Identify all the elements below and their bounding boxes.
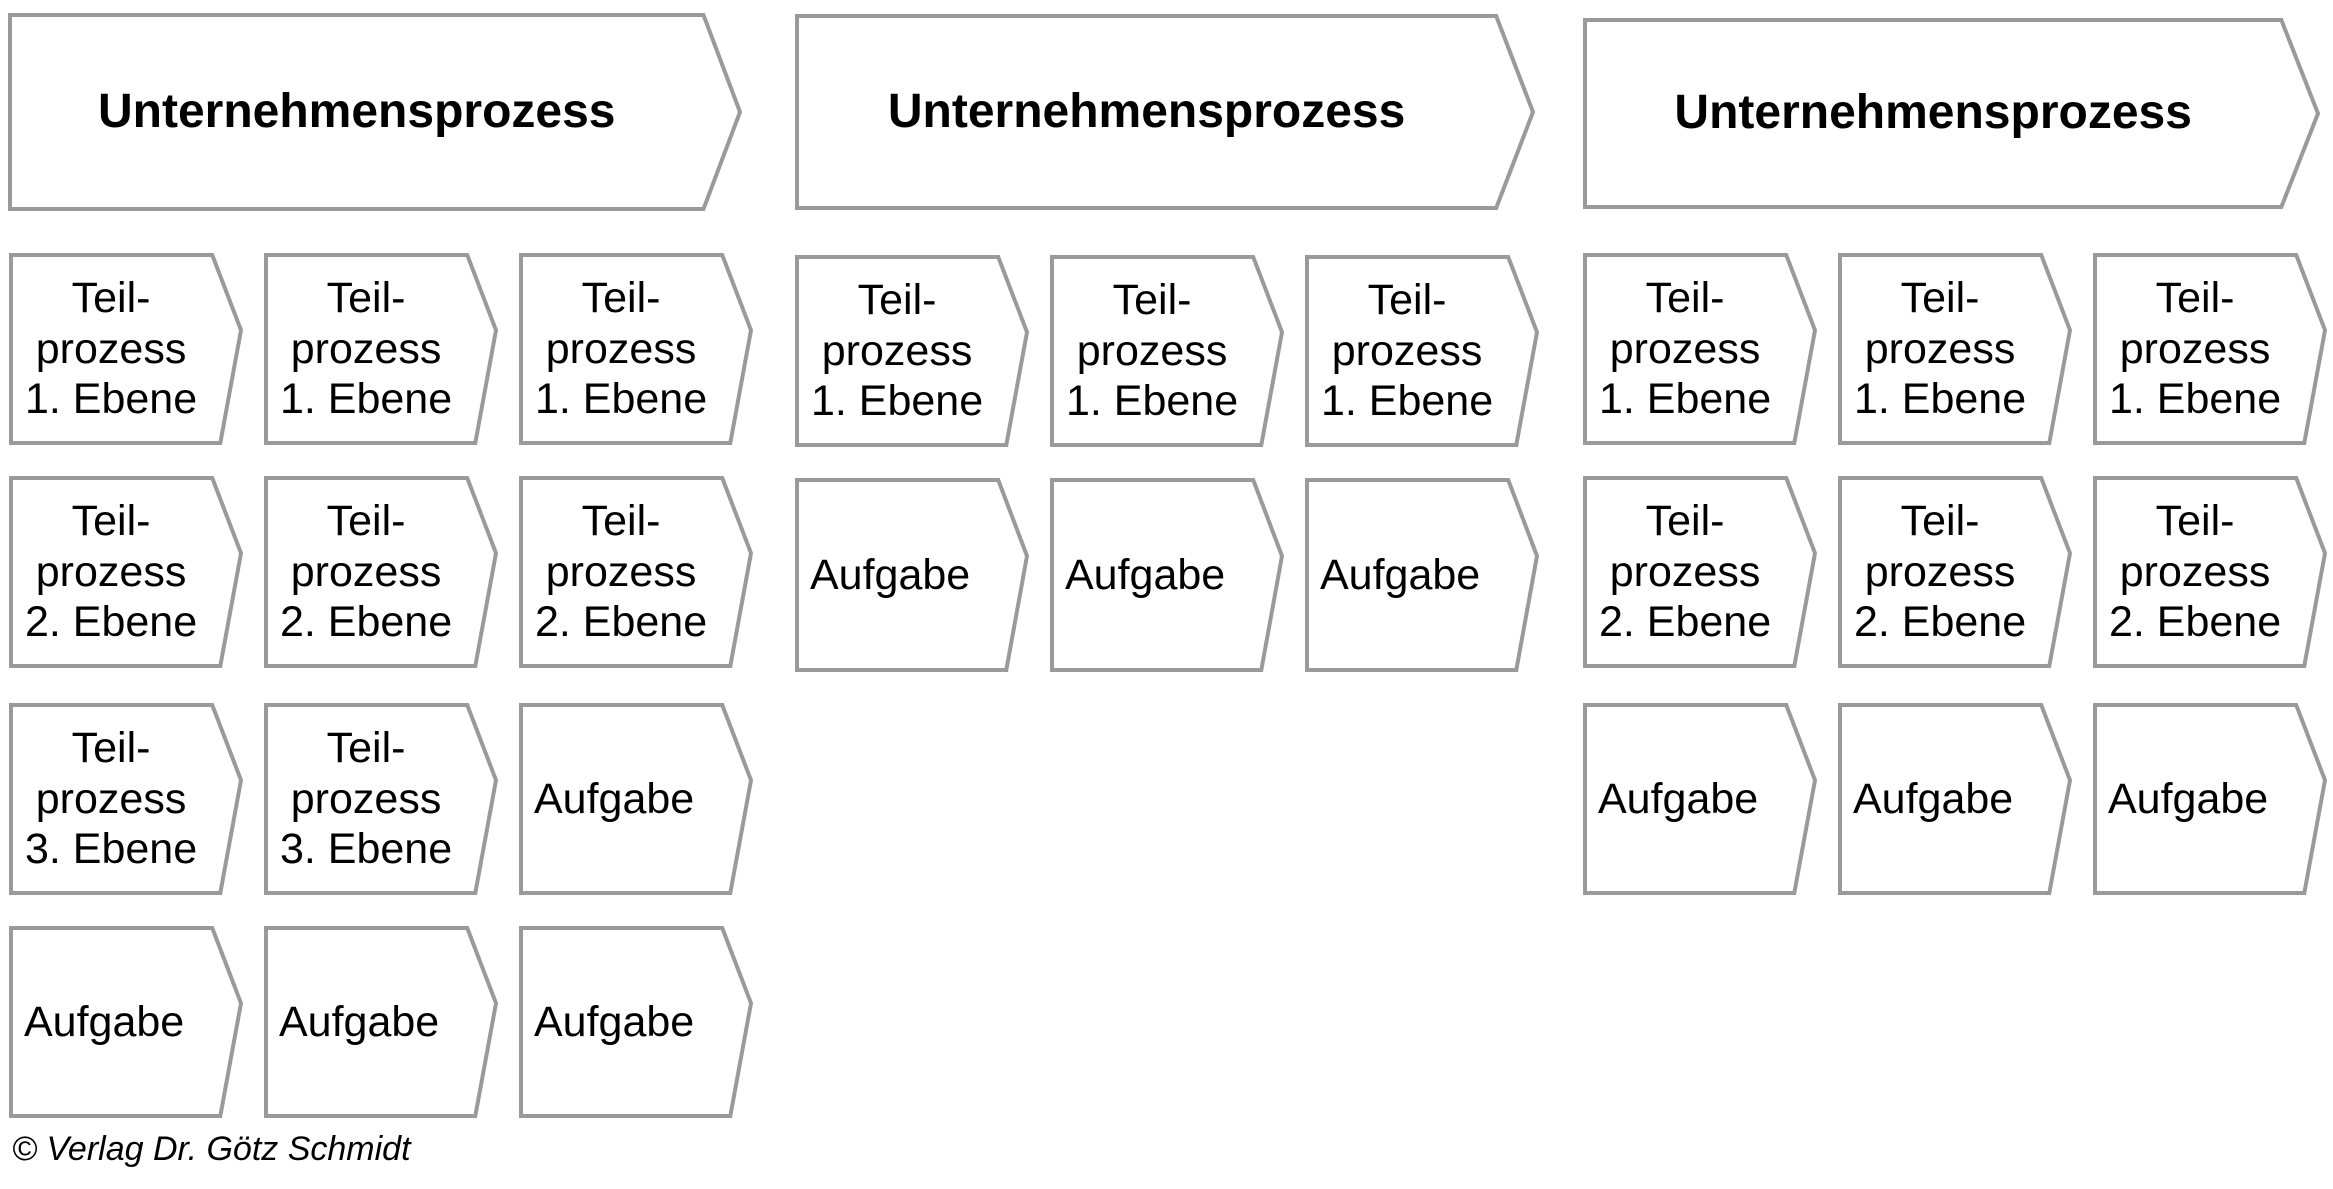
- process-box-label: Teil- prozess 2. Ebene: [2108, 496, 2282, 647]
- process-arrow-box: Teil- prozess 1. Ebene: [1307, 257, 1537, 445]
- copyright-text: © Verlag Dr. Götz Schmidt: [12, 1130, 411, 1168]
- process-arrow-box: Aufgabe: [2095, 705, 2325, 893]
- process-box-label: Teil- prozess 2. Ebene: [279, 496, 453, 647]
- process-box-label: Aufgabe: [2108, 774, 2269, 823]
- arrow-shape: [521, 928, 751, 1116]
- arrow-shape: [11, 928, 241, 1116]
- arrow-shape: [1052, 257, 1282, 445]
- arrow-shape: [521, 705, 751, 893]
- process-arrow-box: Teil- prozess 1. Ebene: [1052, 257, 1282, 445]
- header-label: Unternehmensprozess: [887, 84, 1406, 138]
- process-arrow-box: Aufgabe: [1585, 705, 1815, 893]
- process-arrow-box: Aufgabe: [521, 705, 751, 893]
- process-arrow-box: Aufgabe: [1052, 480, 1282, 670]
- process-box-label: Aufgabe: [1853, 774, 2014, 823]
- arrow-shape: [266, 705, 496, 893]
- arrow-shape: [1840, 478, 2070, 666]
- process-arrow-box: Teil- prozess 2. Ebene: [2095, 478, 2325, 666]
- process-box-label: Teil- prozess 1. Ebene: [2108, 273, 2282, 424]
- process-arrow-box: Teil- prozess 2. Ebene: [11, 478, 241, 666]
- header-label: Unternehmensprozess: [1674, 86, 2192, 140]
- process-arrow-box: Teil- prozess 1. Ebene: [2095, 255, 2325, 443]
- arrow-shape: [2095, 255, 2325, 443]
- arrow-shape: [797, 257, 1027, 445]
- process-arrow-box: Teil- prozess 2. Ebene: [521, 478, 751, 666]
- arrow-shape: [11, 478, 241, 666]
- process-arrow-box: Teil- prozess 2. Ebene: [1585, 478, 1815, 666]
- process-arrow-box: Teil- prozess 3. Ebene: [11, 705, 241, 893]
- arrow-shape: [521, 478, 751, 666]
- arrow-shape: [266, 928, 496, 1116]
- arrow-shape: [266, 478, 496, 666]
- process-box-label: Teil- prozess 2. Ebene: [534, 496, 708, 647]
- arrow-shape: [1840, 255, 2070, 443]
- arrow-shape: [11, 705, 241, 893]
- process-arrow-box: Teil- prozess 3. Ebene: [266, 705, 496, 893]
- process-arrow-box: Teil- prozess 1. Ebene: [1585, 255, 1815, 443]
- header-arrow: Unternehmensprozess: [10, 15, 740, 209]
- process-box-label: Aufgabe: [534, 997, 695, 1046]
- arrow-shape: [1585, 705, 1815, 893]
- process-box-label: Aufgabe: [1598, 774, 1759, 823]
- process-box-label: Teil- prozess 1. Ebene: [1065, 275, 1239, 426]
- process-arrow-box: Aufgabe: [521, 928, 751, 1116]
- process-box-label: Aufgabe: [279, 997, 440, 1046]
- process-box-label: Teil- prozess 1. Ebene: [810, 275, 984, 426]
- process-arrow-box: Aufgabe: [797, 480, 1027, 670]
- arrow-shape: [1585, 20, 2318, 207]
- arrow-shape: [11, 255, 241, 443]
- process-arrow-box: Aufgabe: [1307, 480, 1537, 670]
- arrow-shape: [1307, 257, 1537, 445]
- process-arrow-box: Aufgabe: [1840, 705, 2070, 893]
- process-box-label: Aufgabe: [810, 550, 971, 599]
- arrow-shape: [10, 15, 740, 209]
- arrow-shape: [2095, 478, 2325, 666]
- process-box-label: Aufgabe: [534, 774, 695, 823]
- process-arrow-box: Teil- prozess 2. Ebene: [1840, 478, 2070, 666]
- header-arrow: Unternehmensprozess: [1585, 20, 2318, 207]
- process-box-label: Aufgabe: [24, 997, 185, 1046]
- process-arrow-box: Teil- prozess 1. Ebene: [521, 255, 751, 443]
- process-box-label: Teil- prozess 2. Ebene: [1853, 496, 2027, 647]
- header-arrow: Unternehmensprozess: [797, 16, 1533, 208]
- process-arrow-box: Teil- prozess 1. Ebene: [1840, 255, 2070, 443]
- process-arrow-box: Teil- prozess 1. Ebene: [11, 255, 241, 443]
- process-box-label: Teil- prozess 1. Ebene: [24, 273, 198, 424]
- arrow-shape: [1052, 480, 1282, 670]
- arrow-shape: [1585, 478, 1815, 666]
- process-box-label: Teil- prozess 1. Ebene: [1598, 273, 1772, 424]
- process-box-label: Aufgabe: [1065, 550, 1226, 599]
- process-box-label: Teil- prozess 1. Ebene: [279, 273, 453, 424]
- process-arrow-box: Teil- prozess 1. Ebene: [797, 257, 1027, 445]
- arrow-shape: [1307, 480, 1537, 670]
- header-label: Unternehmensprozess: [98, 84, 616, 138]
- arrow-shape: [266, 255, 496, 443]
- arrow-shape: [797, 16, 1533, 208]
- process-arrow-box: Aufgabe: [266, 928, 496, 1116]
- process-box-label: Teil- prozess 1. Ebene: [1853, 273, 2027, 424]
- arrow-shape: [797, 480, 1027, 670]
- arrow-shape: [521, 255, 751, 443]
- arrow-shape: [1840, 705, 2070, 893]
- process-box-label: Teil- prozess 2. Ebene: [1598, 496, 1772, 647]
- arrow-shape: [2095, 705, 2325, 893]
- process-box-label: Teil- prozess 3. Ebene: [24, 723, 198, 874]
- process-box-label: Aufgabe: [1320, 550, 1481, 599]
- process-arrow-box: Aufgabe: [11, 928, 241, 1116]
- process-arrow-box: Teil- prozess 1. Ebene: [266, 255, 496, 443]
- process-box-label: Teil- prozess 3. Ebene: [279, 723, 453, 874]
- arrow-shape: [1585, 255, 1815, 443]
- process-box-label: Teil- prozess 1. Ebene: [534, 273, 708, 424]
- process-box-label: Teil- prozess 1. Ebene: [1320, 275, 1494, 426]
- process-arrow-box: Teil- prozess 2. Ebene: [266, 478, 496, 666]
- process-box-label: Teil- prozess 2. Ebene: [24, 496, 198, 647]
